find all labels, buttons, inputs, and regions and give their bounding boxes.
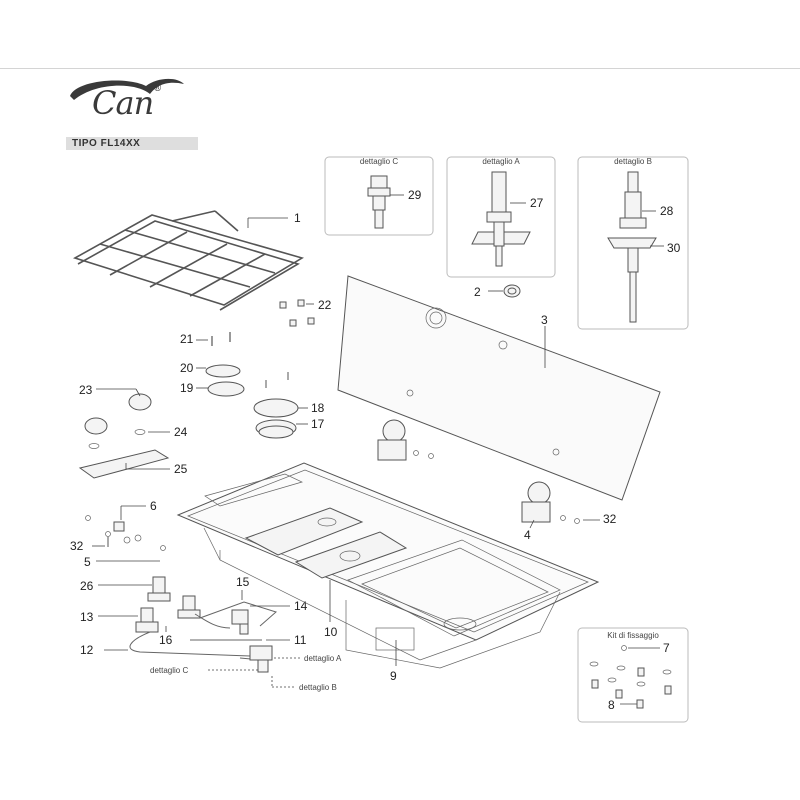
part-label-32-right: 32 <box>603 512 617 526</box>
header-divider <box>0 68 800 69</box>
part-28-igniter <box>607 171 657 323</box>
part-label-3: 3 <box>541 313 548 327</box>
fixing-kit-title: Kit di fissaggio <box>607 631 659 640</box>
part-18-burner-cap <box>253 372 299 418</box>
part-label-7: 7 <box>663 641 670 655</box>
detail-a-box <box>446 156 556 278</box>
part-5-washer <box>160 545 166 551</box>
fixing-kit-box <box>577 627 689 723</box>
detail-c-box <box>324 156 434 236</box>
part-label-5: 5 <box>84 555 91 569</box>
part-2-knob <box>503 284 521 298</box>
part-24-clip <box>88 429 146 449</box>
lid-hinge-left <box>377 419 407 461</box>
part-32-left-screw <box>105 531 111 547</box>
part-label-32-left: 32 <box>70 539 84 553</box>
part-17-burner-base <box>255 419 297 439</box>
model-label-bar <box>66 137 198 150</box>
part-19-ring <box>207 381 245 397</box>
part-label-24: 24 <box>174 425 188 439</box>
brand-swoosh-logo <box>70 78 184 100</box>
note-dettaglio-b: dettaglio B <box>299 683 337 692</box>
part-label-21: 21 <box>180 332 194 346</box>
part-3-glass-lid <box>337 275 661 501</box>
part-label-30: 30 <box>667 241 681 255</box>
part-label-12: 12 <box>80 643 94 657</box>
part-label-27: 27 <box>530 196 544 210</box>
detail-c-title: dettaglio C <box>360 157 398 166</box>
part-20-cap <box>205 364 241 378</box>
part-23-control-knob <box>84 393 152 435</box>
fixing-kit-screw <box>636 699 644 709</box>
detail-a-title: dettaglio A <box>482 157 520 166</box>
part-label-9: 9 <box>390 669 397 683</box>
part-1-pan-support-grid <box>72 210 304 311</box>
lid-hinge-right <box>521 481 551 523</box>
part-label-11: 11 <box>294 633 307 647</box>
part-label-1: 1 <box>294 211 301 225</box>
part-label-19: 19 <box>180 381 194 395</box>
part-label-25: 25 <box>174 462 188 476</box>
model-label: TIPO FL14XX <box>72 138 141 149</box>
part-label-16: 16 <box>159 633 173 647</box>
part-label-26: 26 <box>80 579 94 593</box>
part-label-13: 13 <box>80 610 94 624</box>
note-dettaglio-a: dettaglio A <box>304 654 342 663</box>
part-22-screws <box>279 299 315 327</box>
note-dettaglio-c: dettaglio C <box>150 666 188 675</box>
part-label-15: 15 <box>236 575 250 589</box>
part-label-6: 6 <box>150 499 157 513</box>
part-label-18: 18 <box>311 401 325 415</box>
fixing-kit-parts <box>589 661 672 699</box>
part-27-thermocouple <box>471 171 531 267</box>
part-13-gas-valve <box>135 595 201 633</box>
brand-logo-text: Can® <box>92 84 162 122</box>
part-label-10: 10 <box>324 625 338 639</box>
detail-b-title: dettaglio B <box>614 157 652 166</box>
part-label-23: 23 <box>79 383 93 397</box>
part-14-valve-connector <box>231 609 249 635</box>
part-label-29: 29 <box>408 188 422 202</box>
part-29-fitting <box>367 175 391 229</box>
part-11-safety-valve <box>249 645 273 673</box>
part-10-hob-sink-tray <box>176 462 600 669</box>
detail-b-box <box>577 156 689 330</box>
part-label-4: 4 <box>524 528 531 542</box>
part-label-20: 20 <box>180 361 194 375</box>
part-6-injector <box>85 515 142 544</box>
part-label-2: 2 <box>474 285 481 299</box>
part-label-17: 17 <box>311 417 325 431</box>
part-26-gas-valve <box>147 576 171 602</box>
part-label-8: 8 <box>608 698 615 712</box>
part-label-28: 28 <box>660 204 674 218</box>
part-25-mounting-bracket <box>78 449 170 479</box>
part-21-pins <box>211 332 231 346</box>
part-label-22: 22 <box>318 298 332 312</box>
part-label-14: 14 <box>294 599 308 613</box>
